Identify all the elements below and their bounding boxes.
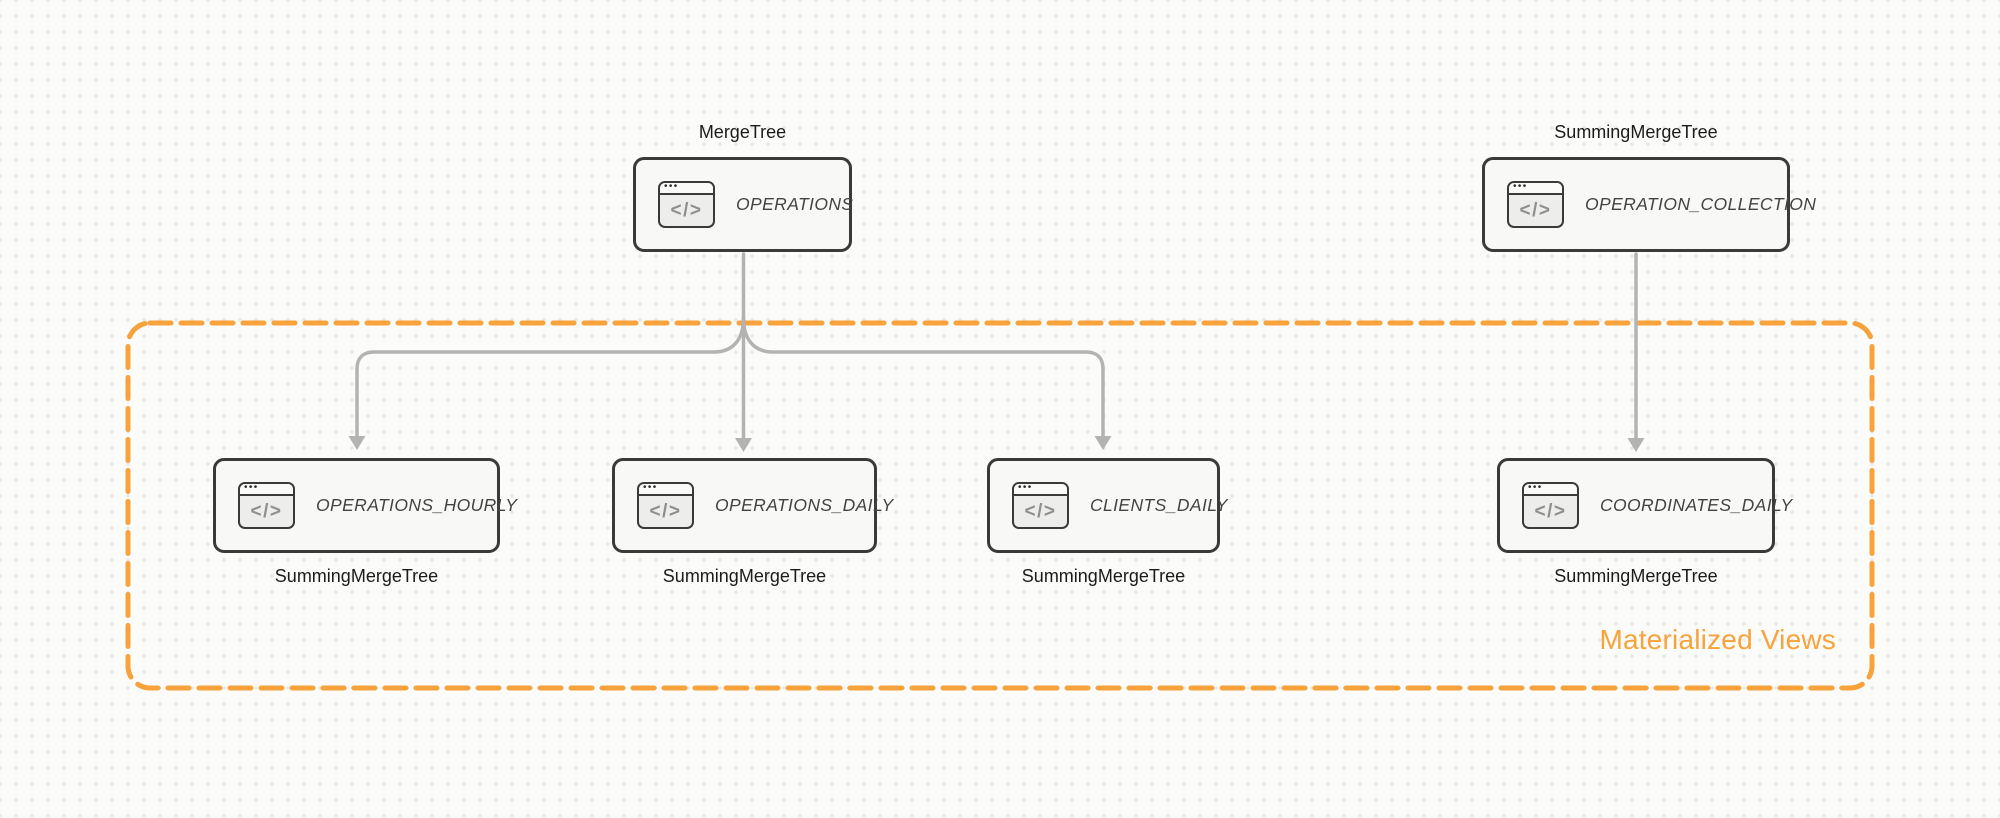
table-name: OPERATIONS_DAILY — [715, 495, 894, 515]
window-dots-icon: ••• — [244, 482, 259, 493]
table-box-coordinates-daily[interactable]: ••• </> COORDINATES_DAILY — [1497, 458, 1792, 553]
table-name: CLIENTS_DAILY — [1090, 495, 1228, 515]
arrowhead-clients-daily — [1094, 436, 1112, 450]
node-operations-hourly: ••• </> OPERATIONS_HOURLY SummingMergeTr… — [213, 458, 517, 588]
window-dots-icon: ••• — [1528, 482, 1543, 493]
materialized-views-group-border — [125, 320, 1875, 691]
engine-label-operation-collection: SummingMergeTree — [1554, 122, 1718, 142]
code-window-icon: ••• </> — [637, 482, 694, 529]
edge-operations-to-operations-hourly — [355, 316, 746, 438]
code-glyph-icon: </> — [1024, 500, 1057, 522]
table-name: COORDINATES_DAILY — [1600, 495, 1793, 515]
code-glyph-icon: </> — [1519, 199, 1552, 221]
materialized-views-label: Materialized Views — [1599, 624, 1836, 655]
engine-label-operations-daily: SummingMergeTree — [662, 566, 827, 586]
code-window-icon: ••• </> — [658, 181, 715, 228]
node-clients-daily: ••• </> CLIENTS_DAILY SummingMergeTree — [987, 458, 1227, 588]
code-glyph-icon: </> — [649, 500, 682, 522]
engine-label-clients-daily: SummingMergeTree — [1021, 566, 1186, 586]
table-name: OPERATION_COLLECTION — [1585, 194, 1817, 214]
window-titlebar: ••• — [1014, 484, 1067, 496]
table-name: OPERATIONS_HOURLY — [316, 495, 518, 515]
window-dots-icon: ••• — [1513, 181, 1528, 192]
window-dots-icon: ••• — [1018, 482, 1033, 493]
arrowhead-operations-daily — [735, 438, 752, 452]
window-titlebar: ••• — [1509, 183, 1562, 195]
window-dots-icon: ••• — [664, 181, 679, 192]
node-operations-daily: ••• </> OPERATIONS_DAILY SummingMergeTre… — [612, 458, 893, 588]
table-box-operation-collection[interactable]: ••• </> OPERATION_COLLECTION — [1482, 157, 1816, 252]
engine-label-operations-hourly: SummingMergeTree — [274, 566, 439, 586]
node-operations: MergeTree ••• </> OPERATIONS — [633, 120, 854, 252]
engine-label-coordinates-daily: SummingMergeTree — [1554, 566, 1718, 586]
window-dots-icon: ••• — [643, 482, 658, 493]
code-window-icon: ••• </> — [238, 482, 295, 529]
code-glyph-icon: </> — [1534, 500, 1567, 522]
engine-label-operations: MergeTree — [698, 122, 787, 142]
window-titlebar: ••• — [240, 484, 293, 496]
window-titlebar: ••• — [639, 484, 692, 496]
window-titlebar: ••• — [1524, 484, 1577, 496]
table-box-operations[interactable]: ••• </> OPERATIONS — [633, 157, 854, 252]
table-name: OPERATIONS — [736, 194, 854, 214]
code-window-icon: ••• </> — [1522, 482, 1579, 529]
arrowhead-operations-hourly — [348, 436, 366, 450]
node-operation-collection: SummingMergeTree ••• </> OPERATION_COLLE… — [1482, 120, 1816, 252]
code-glyph-icon: </> — [250, 500, 283, 522]
code-window-icon: ••• </> — [1507, 181, 1564, 228]
window-titlebar: ••• — [660, 183, 713, 195]
node-coordinates-daily: ••• </> COORDINATES_DAILY SummingMergeTr… — [1497, 458, 1792, 588]
arrowhead-coordinates-daily — [1627, 438, 1645, 452]
code-window-icon: ••• </> — [1012, 482, 1069, 529]
code-glyph-icon: </> — [670, 199, 703, 221]
table-box-operations-daily[interactable]: ••• </> OPERATIONS_DAILY — [612, 458, 893, 553]
table-box-clients-daily[interactable]: ••• </> CLIENTS_DAILY — [987, 458, 1227, 553]
table-box-operations-hourly[interactable]: ••• </> OPERATIONS_HOURLY — [213, 458, 517, 553]
edge-operations-to-clients-daily — [741, 316, 1105, 438]
